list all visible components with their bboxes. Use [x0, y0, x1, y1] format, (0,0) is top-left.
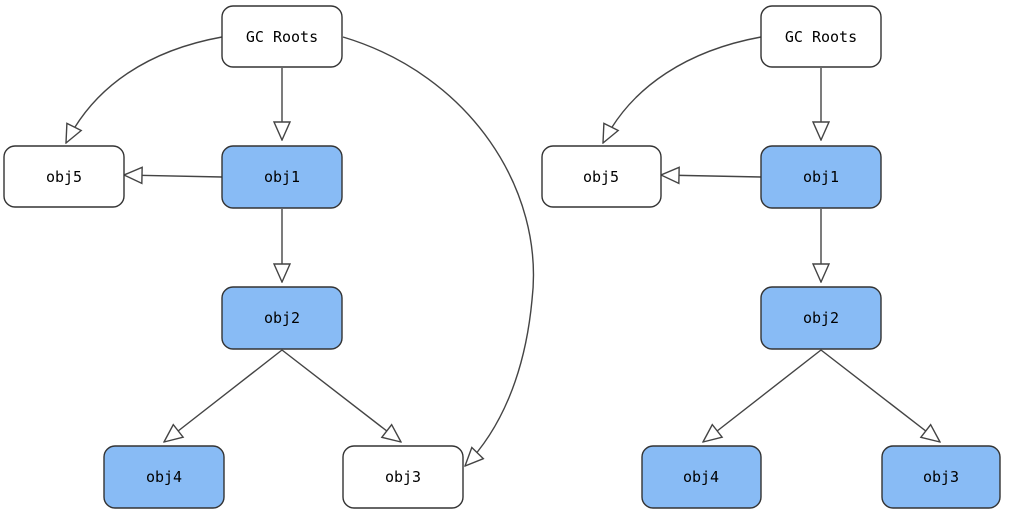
edge-obj2-to-obj3	[820, 349, 940, 442]
node-label: GC Roots	[785, 28, 857, 46]
node-label: obj3	[923, 468, 959, 486]
right-node-obj3: obj3	[881, 445, 1001, 509]
node-label: GC Roots	[246, 28, 318, 46]
node-label: obj5	[583, 168, 619, 186]
node-label: obj4	[146, 468, 182, 486]
edge-obj2-to-obj4	[164, 349, 283, 442]
right-node-obj5: obj5	[541, 145, 662, 208]
edge-obj1-to-obj5	[124, 175, 223, 177]
left-node-obj2: obj2	[221, 286, 343, 350]
left-node-obj1: obj1	[221, 145, 343, 209]
node-label: obj3	[385, 468, 421, 486]
edge-obj1-to-obj5	[661, 175, 762, 177]
edge-gc-to-obj3	[342, 36, 534, 466]
right-node-obj4: obj4	[641, 445, 762, 509]
right-graph: GC Roots obj5 obj1 obj2 obj4 obj3	[541, 5, 1001, 509]
node-label: obj5	[46, 168, 82, 186]
edge-obj2-to-obj4	[703, 349, 822, 442]
node-label: obj2	[803, 309, 839, 327]
node-label: obj2	[264, 309, 300, 327]
node-label: obj1	[803, 168, 839, 186]
node-label: obj4	[683, 468, 719, 486]
edge-obj2-to-obj3	[281, 349, 401, 442]
left-node-obj4: obj4	[103, 445, 225, 509]
left-node-obj5: obj5	[3, 145, 125, 208]
left-edges	[66, 36, 534, 466]
right-edges	[603, 36, 940, 442]
right-node-obj2: obj2	[760, 286, 882, 350]
node-label: obj1	[264, 168, 300, 186]
left-node-gc-roots: GC Roots	[221, 5, 343, 68]
left-graph: GC Roots obj5 obj1 obj2 obj4 obj3	[3, 5, 534, 509]
right-node-gc-roots: GC Roots	[760, 5, 882, 68]
left-node-obj3: obj3	[342, 445, 464, 509]
edge-gc-to-obj5	[66, 36, 223, 143]
right-node-obj1: obj1	[760, 145, 882, 209]
edge-gc-to-obj5	[603, 36, 762, 143]
